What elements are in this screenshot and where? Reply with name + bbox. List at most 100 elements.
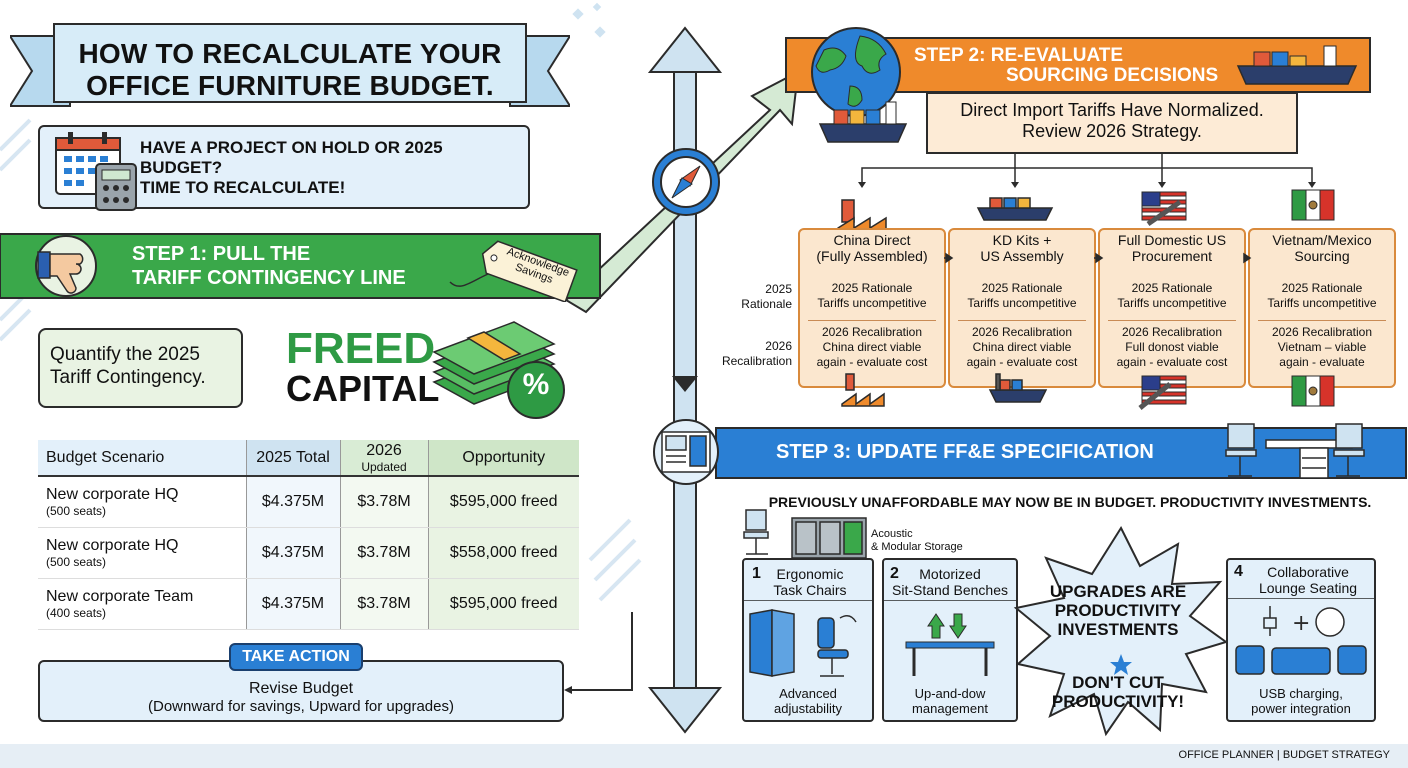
acoustic-storage-label: Acoustic& Modular Storage [871, 528, 963, 553]
ship-icon [988, 373, 1048, 403]
opportunity-cell: $558,000 freed [428, 527, 579, 579]
table-row: New corporate Team(400 seats) $4.375M $3… [38, 578, 579, 630]
percent-badge: % [522, 368, 550, 401]
factory-icon [837, 199, 887, 231]
updated-2026-cell: $3.78M [340, 476, 429, 528]
scenario-cell: New corporate Team(400 seats) [38, 578, 247, 630]
cargo-ship-icon [1236, 45, 1358, 85]
lounge-seating-icon: + [1228, 598, 1374, 675]
card-number: 2 [890, 565, 899, 582]
title-ribbon: HOW TO RECALCULATE YOUR OFFICE FURNITURE… [10, 14, 570, 118]
star-icon [1110, 654, 1132, 675]
us-flag-icon [1141, 191, 1187, 227]
card-caption: USB charging,power integration [1251, 686, 1351, 716]
header-opportunity: Opportunity [428, 440, 579, 477]
scenario-cell: New corporate HQ(500 seats) [38, 476, 247, 528]
floorplan-icon [661, 431, 711, 473]
svg-text:+: + [1292, 611, 1310, 636]
opportunity-cell: $595,000 freed [428, 476, 579, 528]
freed-heading: FREED [286, 324, 436, 373]
revise-budget-subtitle: (Downward for savings, Upward for upgrad… [148, 698, 454, 715]
option-arrows [944, 252, 1252, 264]
table-row: New corporate HQ(500 seats) $4.375M $3.7… [38, 527, 579, 579]
factory-icon [841, 373, 885, 407]
table-row: New corporate HQ(500 seats) $4.375M $3.7… [38, 476, 579, 528]
take-action-button[interactable]: TAKE ACTION [229, 643, 363, 671]
option-divider [958, 320, 1086, 321]
option-card-kd-kits [948, 228, 1096, 388]
mexico-flag-icon [1291, 189, 1335, 221]
option-card-domestic-us [1098, 228, 1246, 388]
header-2025-total: 2025 Total [246, 440, 341, 477]
footer-text: OFFICE PLANNER | BUDGET STRATEGY [1178, 749, 1390, 761]
ship-icon [976, 197, 1054, 221]
footer-bar [0, 744, 1408, 768]
step2-connectors [837, 154, 1335, 262]
compass-icon [652, 148, 720, 216]
globe-ship-icon [811, 27, 908, 143]
step3-band [653, 419, 1407, 485]
step1-title: STEP 1: PULL THE TARIFF CONTINGENCY LINE [132, 243, 406, 289]
mexico-flag-icon [1291, 375, 1335, 407]
total-2025-cell: $4.375M [246, 476, 341, 528]
upgrades-burst [1013, 525, 1229, 737]
step3-title: STEP 3: UPDATE FF&E SPECIFICATION [776, 441, 1154, 463]
us-flag-icon [1138, 375, 1187, 410]
opportunity-cell: $595,000 freed [428, 578, 579, 630]
sit-stand-desk-icon [884, 600, 1016, 676]
option-divider [1258, 320, 1386, 321]
total-2025-cell: $4.375M [246, 578, 341, 630]
step1-band [0, 233, 601, 302]
direct-import-text: Direct Import Tariffs Have Normalized. R… [960, 100, 1264, 141]
option-divider [1108, 320, 1236, 321]
page-title: HOW TO RECALCULATE YOUR OFFICE FURNITURE… [78, 38, 502, 101]
option-divider [808, 320, 936, 321]
option-footer-icons [841, 373, 1335, 410]
upgrade-card-sit-stand [882, 558, 1018, 722]
ergonomic-chair-icon [744, 600, 872, 677]
acoustic-storage-icon [743, 509, 867, 559]
capital-heading: CAPITAL [286, 368, 440, 409]
option-title: China Direct(Fully Assembled) [816, 232, 928, 264]
option-title: KD Kits +US Assembly [980, 232, 1064, 264]
updated-2026-cell: $3.78M [340, 578, 429, 630]
revise-budget-title: Revise Budget [248, 680, 354, 697]
previously-unaffordable-text: PREVIOUSLY UNAFFORDABLE MAY NOW BE IN BU… [768, 494, 1372, 510]
calendar-calculator-icon [55, 132, 137, 211]
thumbs-down-icon [37, 251, 84, 294]
money-stack-icon [432, 321, 565, 419]
scenario-cell: New corporate HQ(500 seats) [38, 527, 247, 579]
updated-2026-cell: $3.78M [340, 527, 429, 579]
card-number: 1 [752, 565, 761, 582]
quantify-callout [38, 328, 243, 408]
total-2025-cell: $4.375M [246, 527, 341, 579]
header-budget-scenario: Budget Scenario [38, 440, 247, 477]
option-card-vietnam-mexico [1248, 228, 1396, 388]
office-furniture-icon [1225, 423, 1365, 479]
option-card-china-direct [798, 228, 946, 388]
upgrade-card-lounge [1226, 558, 1376, 722]
hold-text: HAVE A PROJECT ON HOLD OR 2025 BUDGET? T… [140, 138, 443, 197]
direct-import-box [926, 92, 1298, 154]
